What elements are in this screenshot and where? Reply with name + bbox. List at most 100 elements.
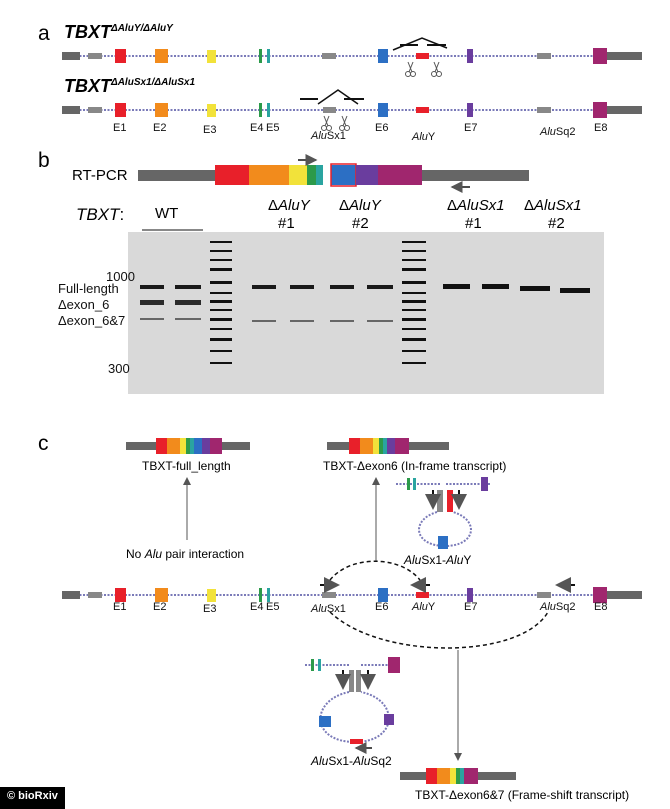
row2-title: TBXTΔAluSx1/ΔAluSx1 [64, 76, 195, 96]
exon-8 [593, 48, 607, 64]
tbxt-sample-label: TBXT: [76, 205, 124, 224]
transcript-dex6 [327, 438, 449, 454]
exon-7 [467, 103, 473, 117]
label-no-alu: No Alu pair interaction [126, 547, 244, 561]
exon-5 [267, 588, 270, 602]
ladder-300: 300 [108, 361, 130, 376]
label-e5: E5 [266, 122, 279, 134]
ladder-lane-1 [210, 241, 232, 364]
svg-text:E8: E8 [594, 601, 607, 613]
svg-text:TBXTΔAluSx1/ΔAluSx1: TBXTΔAluSx1/ΔAluSx1 [64, 76, 195, 96]
svg-text:E7: E7 [464, 601, 477, 613]
utr-right [607, 106, 642, 114]
alu-sq2 [537, 107, 551, 113]
svg-text:#2: #2 [548, 215, 565, 232]
svg-text:#1: #1 [278, 215, 295, 232]
svg-text:E5: E5 [266, 601, 279, 613]
rtpcr-label: RT-PCR [72, 167, 128, 184]
transcript-bar-b [138, 154, 529, 193]
label-e4: E4 [250, 122, 263, 134]
svg-text:#2: #2 [352, 215, 369, 232]
exon-4 [259, 588, 262, 602]
loop-alusx1-aluy [396, 477, 490, 549]
exon-4 [259, 103, 262, 117]
exon-1 [115, 103, 126, 117]
scissors-icon [321, 115, 332, 131]
band-dex6: Δexon_6 [58, 297, 109, 312]
label-alusq2: AluSq2 [539, 126, 575, 138]
label-dex6: TBXT-Δexon6 (In-frame transcript) [323, 459, 506, 473]
row1-title: TBXTΔAluY/ΔAluY [64, 22, 174, 42]
transcript-full-length [126, 438, 250, 454]
band-full-length: Full-length [58, 281, 119, 296]
svg-text:E2: E2 [153, 601, 166, 613]
ladder-1000: 1000 [106, 269, 135, 284]
svg-text:ΔAluY: ΔAluY [268, 197, 311, 214]
alu-sx1 [322, 592, 336, 598]
group-alusx1-header: ΔAluSx1 ΔAluSx1 #1 #2 [440, 197, 590, 235]
band-dex67: Δexon_6&7 [58, 313, 125, 328]
svg-text:ΔAluSx1: ΔAluSx1 [524, 197, 582, 214]
svg-text:AluSx1: AluSx1 [310, 603, 346, 615]
alu-y [416, 592, 429, 598]
panel-label-c: c [38, 432, 49, 455]
label-e2: E2 [153, 122, 166, 134]
group-aluy-header: ΔAluY ΔAluY #1 #2 [254, 197, 396, 235]
utr-left [62, 106, 80, 114]
svg-text:E3: E3 [203, 603, 216, 615]
svg-text:E1: E1 [113, 601, 126, 613]
exon-2 [155, 588, 168, 602]
svg-text:E4: E4 [250, 601, 263, 613]
label-loop2: AluSx1-AluSq2 [310, 754, 392, 768]
exon-7 [467, 49, 473, 63]
alu-sq2 [537, 53, 551, 59]
exon-6 [378, 588, 388, 602]
transcript-dex67 [400, 768, 516, 784]
utr-right [607, 52, 642, 60]
ladder-lane-2 [402, 241, 426, 364]
alu-y [416, 107, 429, 113]
label-loop1: AluSx1-AluY [403, 553, 471, 567]
alu-sq2 [537, 592, 551, 598]
exon-3 [207, 104, 216, 117]
label-e6: E6 [375, 122, 388, 134]
svg-text:E6: E6 [375, 601, 388, 613]
svg-text:AluY: AluY [411, 601, 436, 613]
agarose-gel [128, 232, 604, 394]
exon-4 [259, 49, 262, 63]
exon-5 [267, 49, 270, 63]
gene-row2 [62, 89, 642, 131]
exon-6 [378, 103, 388, 117]
label-alusx1: AluSx1 [310, 130, 346, 142]
exon-1 [115, 49, 126, 63]
svg-text:AluSq2: AluSq2 [539, 601, 575, 613]
row1-genotype: ΔAluY/ΔAluY [110, 23, 174, 34]
exon-8 [593, 102, 607, 118]
svg-text:#1: #1 [465, 215, 482, 232]
gel-band-labels: 1000 Full-length Δexon_6 Δexon_6&7 300 [58, 269, 135, 376]
label-full-length: TBXT-full_length [142, 459, 231, 473]
exon-1 [115, 588, 126, 602]
loop-alusx1-alusq2 [305, 657, 400, 754]
wt-label: WT [155, 205, 178, 222]
svg-text:TBXTΔAluY/ΔAluY: TBXTΔAluY/ΔAluY [64, 22, 174, 42]
scissors-icon [405, 61, 416, 77]
row1-gene: TBXT [64, 22, 113, 42]
label-e3: E3 [203, 124, 216, 136]
exon-3 [207, 50, 216, 63]
exon-3 [207, 589, 216, 602]
exon-2 [155, 103, 168, 117]
gene-row-c [62, 560, 642, 649]
exon-2 [155, 49, 168, 63]
gene-row1 [62, 37, 642, 77]
svg-text:ΔAluY: ΔAluY [339, 197, 382, 214]
alu-sx1-deleted [323, 107, 336, 113]
exon-labels-a: E1 E2 E3 E4 E5 AluSx1 E6 AluY E7 AluSq2 … [113, 122, 607, 143]
label-e7: E7 [464, 122, 477, 134]
svg-text:ΔAluSx1: ΔAluSx1 [447, 197, 505, 214]
exon-8 [593, 587, 607, 603]
exon-7 [467, 588, 473, 602]
alu-y-deleted [416, 53, 429, 59]
panel-label-b: b [38, 149, 50, 172]
